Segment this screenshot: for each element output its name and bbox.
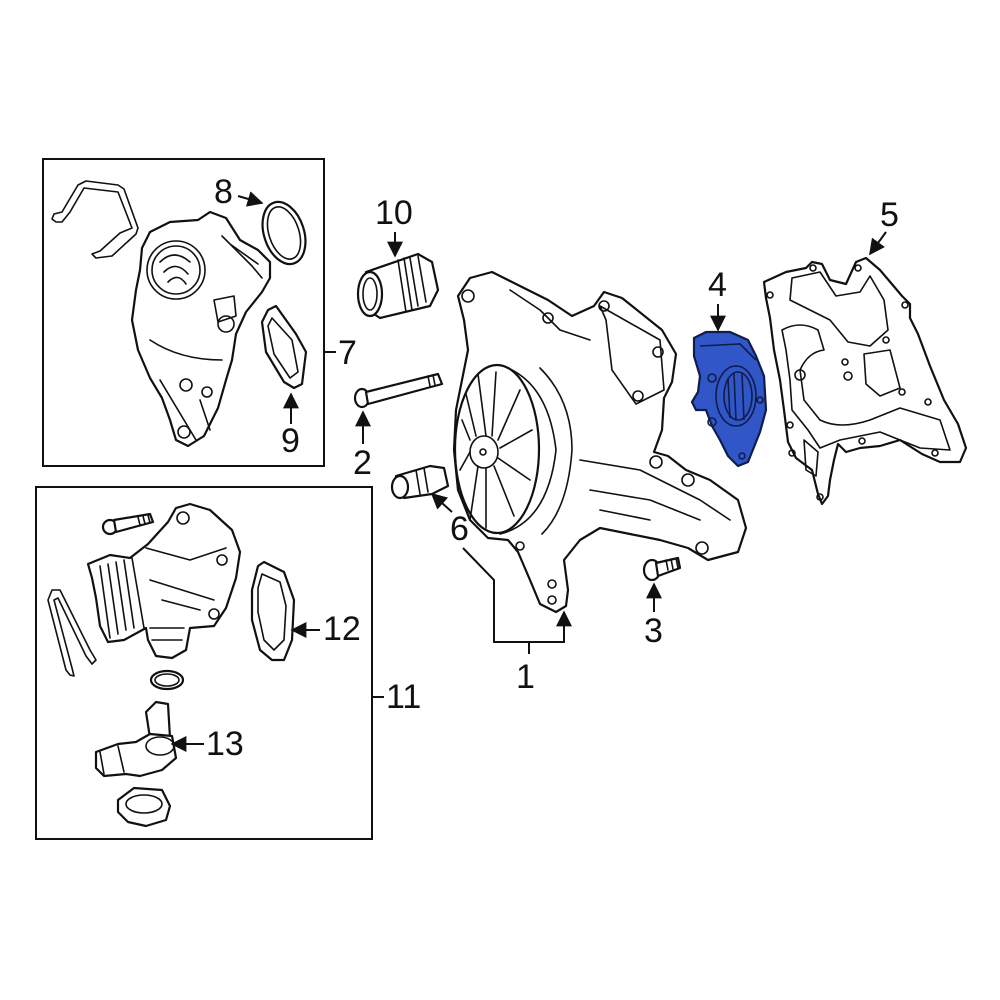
bolt-2[interactable] [353,372,444,409]
gasket-9[interactable] [260,304,308,390]
callout-10[interactable]: 10 [375,194,413,232]
callout-7[interactable]: 7 [338,334,357,372]
callout-2[interactable]: 2 [353,444,372,482]
callout-5[interactable]: 5 [880,196,899,234]
wire-clip[interactable] [47,589,97,677]
bolt-3[interactable] [642,556,682,582]
hex-nut[interactable] [116,786,172,828]
water-pump-cover-4[interactable] [690,330,768,468]
thermostat-assembly-group [47,502,296,828]
gasket-5[interactable] [762,256,968,506]
o-ring-11[interactable] [149,669,185,691]
callout-9[interactable]: 9 [281,422,300,460]
callout-12[interactable]: 12 [323,610,361,648]
callout-3[interactable]: 3 [644,612,663,650]
retaining-clip[interactable] [51,180,139,259]
bolt-11[interactable] [101,512,155,536]
thermostat-assembly[interactable] [86,502,242,660]
thermostat-housing-group [51,180,313,448]
callout-6[interactable]: 6 [450,510,469,548]
o-ring-8[interactable] [255,196,313,269]
callout-1[interactable]: 1 [516,658,535,696]
bushing-10[interactable] [356,252,440,320]
water-pump-1[interactable] [452,270,748,614]
dowel-6[interactable] [390,464,450,500]
gasket-12[interactable] [250,560,296,662]
temperature-sensor-13[interactable] [94,700,178,778]
group-box-7 [42,158,325,467]
callout-8[interactable]: 8 [214,173,233,211]
callout-11[interactable]: 11 [386,678,422,716]
callout-13[interactable]: 13 [206,725,244,763]
group-box-11 [35,486,373,840]
leader-lines [170,191,887,752]
callout-4[interactable]: 4 [708,266,727,304]
